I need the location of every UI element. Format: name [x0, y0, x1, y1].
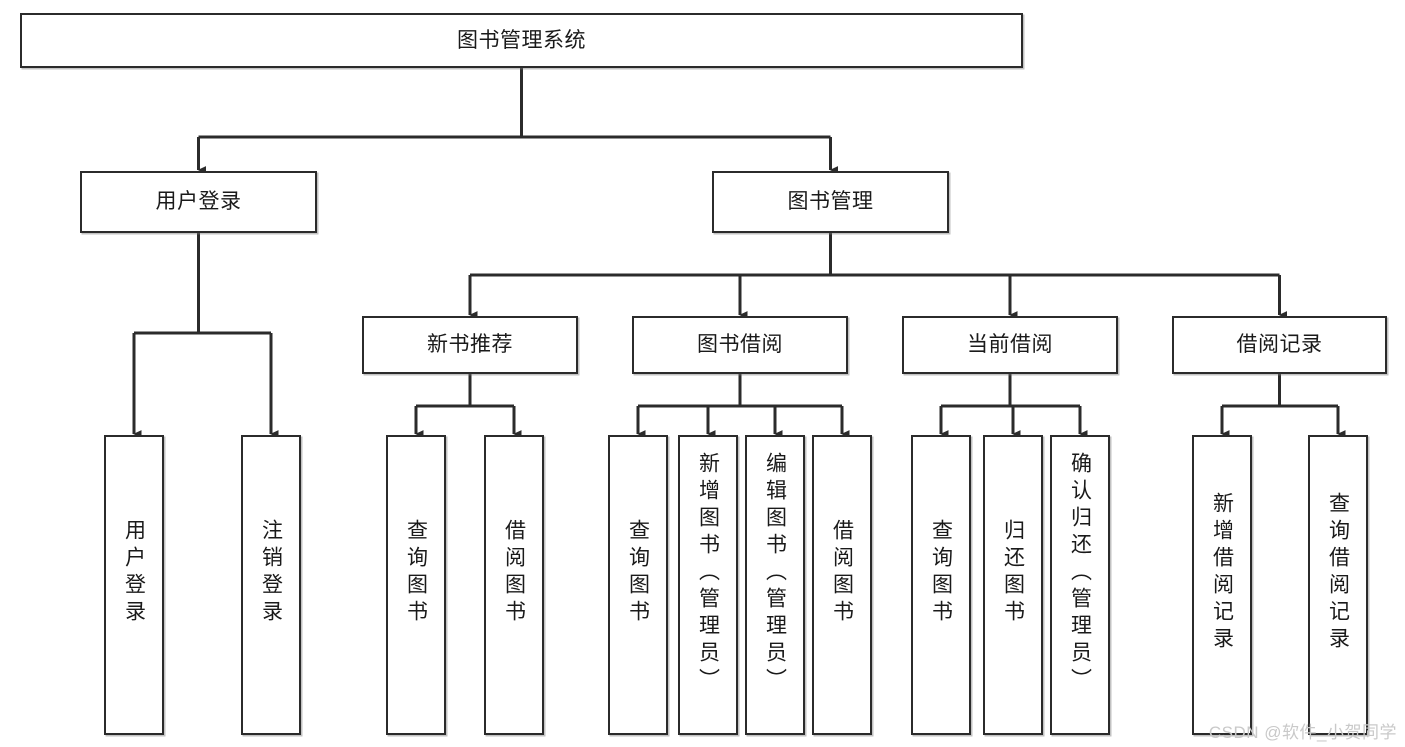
node-leaf-query-book-3[interactable]: 查询图书: [911, 435, 971, 735]
node-leaf-query-book-1[interactable]: 查询图书: [386, 435, 446, 735]
node-l3-borrow-record[interactable]: 借阅记录: [1172, 316, 1387, 374]
node-l3-current-borrow[interactable]: 当前借阅: [902, 316, 1118, 374]
node-leaf-return-book[interactable]: 归还图书: [983, 435, 1043, 735]
node-label: 用户登录: [155, 190, 242, 214]
node-l3-book-borrow[interactable]: 图书借阅: [632, 316, 848, 374]
node-l2-book-mgmt[interactable]: 图书管理: [712, 171, 949, 233]
node-label: 确认归还（管理员）: [1068, 451, 1092, 695]
node-leaf-edit-book-admin[interactable]: 编辑图书（管理员）: [745, 435, 805, 735]
node-label: 查询借阅记录: [1326, 492, 1350, 654]
node-label: 图书管理: [787, 190, 874, 214]
node-label: 用户登录: [122, 519, 146, 627]
csdn-watermark: CSDN @软件_小贺同学: [1208, 723, 1397, 742]
node-label: 借阅记录: [1236, 333, 1323, 357]
node-root[interactable]: 图书管理系统: [20, 13, 1023, 68]
node-label: 新增借阅记录: [1210, 492, 1234, 654]
node-label: 借阅图书: [830, 519, 854, 627]
node-leaf-add-book-admin[interactable]: 新增图书（管理员）: [678, 435, 738, 735]
node-label: 新书推荐: [427, 333, 513, 357]
node-leaf-borrow-book-1[interactable]: 借阅图书: [484, 435, 544, 735]
node-label: 借阅图书: [502, 519, 526, 627]
node-label: 归还图书: [1001, 519, 1025, 627]
node-label: 图书管理系统: [457, 28, 586, 52]
node-label: 当前借阅: [967, 333, 1053, 357]
node-label: 查询图书: [404, 519, 428, 627]
node-label: 查询图书: [929, 519, 953, 627]
node-leaf-query-record[interactable]: 查询借阅记录: [1308, 435, 1368, 735]
node-leaf-borrow-book-2[interactable]: 借阅图书: [812, 435, 872, 735]
node-label: 图书借阅: [697, 333, 783, 357]
node-l2-user-login[interactable]: 用户登录: [80, 171, 317, 233]
node-label: 新增图书（管理员）: [696, 451, 720, 695]
node-leaf-user-login[interactable]: 用户登录: [104, 435, 164, 735]
node-leaf-confirm-return-admin[interactable]: 确认归还（管理员）: [1050, 435, 1110, 735]
node-label: 编辑图书（管理员）: [763, 451, 787, 695]
edge-group: [132, 68, 1346, 438]
node-leaf-logout[interactable]: 注销登录: [241, 435, 301, 735]
node-l3-new-book-rec[interactable]: 新书推荐: [362, 316, 578, 374]
node-leaf-query-book-2[interactable]: 查询图书: [608, 435, 668, 735]
node-label: 查询图书: [626, 519, 650, 627]
node-leaf-add-record[interactable]: 新增借阅记录: [1192, 435, 1252, 735]
node-label: 注销登录: [259, 519, 283, 627]
